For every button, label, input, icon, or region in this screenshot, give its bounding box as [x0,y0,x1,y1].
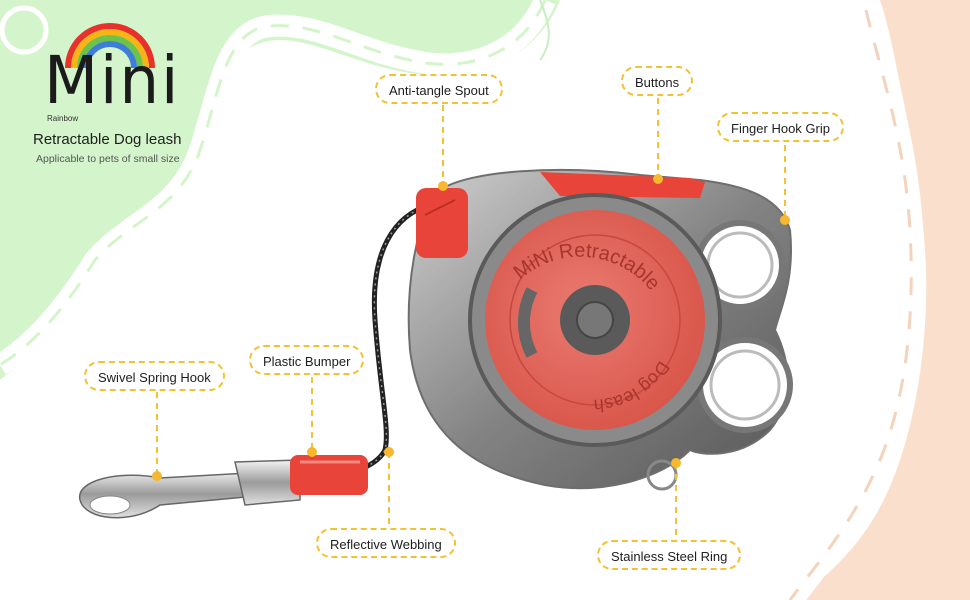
green-arc [539,0,550,61]
logo-subtext: Rainbow [47,114,79,123]
peach-blob [795,0,970,600]
rainbow-logo-icon [65,23,155,68]
callout-reflective-webbing: Reflective Webbing [316,528,456,558]
callout-finger-hook-grip: Finger Hook Grip [717,112,844,142]
peach-path-band [779,7,925,600]
product-title: Retractable Dog leash [33,131,182,148]
logo-text: Mini [44,42,181,119]
callout-swivel-spring-hook: Swivel Spring Hook [84,361,225,391]
product-tagline: Applicable to pets of small size [36,153,180,165]
green-dashed-line [0,0,547,367]
callout-buttons: Buttons [621,66,694,96]
callout-stainless-steel-ring: Stainless Steel Ring [597,540,742,570]
brand-block: Mini Rainbow Retractable Dog leash Appli… [0,0,240,180]
callout-anti-tangle-spout: Anti-tangle Spout [375,74,503,104]
callout-plastic-bumper: Plastic Bumper [249,345,365,375]
white-ring-decoration [0,5,49,55]
green-blob [0,0,560,380]
